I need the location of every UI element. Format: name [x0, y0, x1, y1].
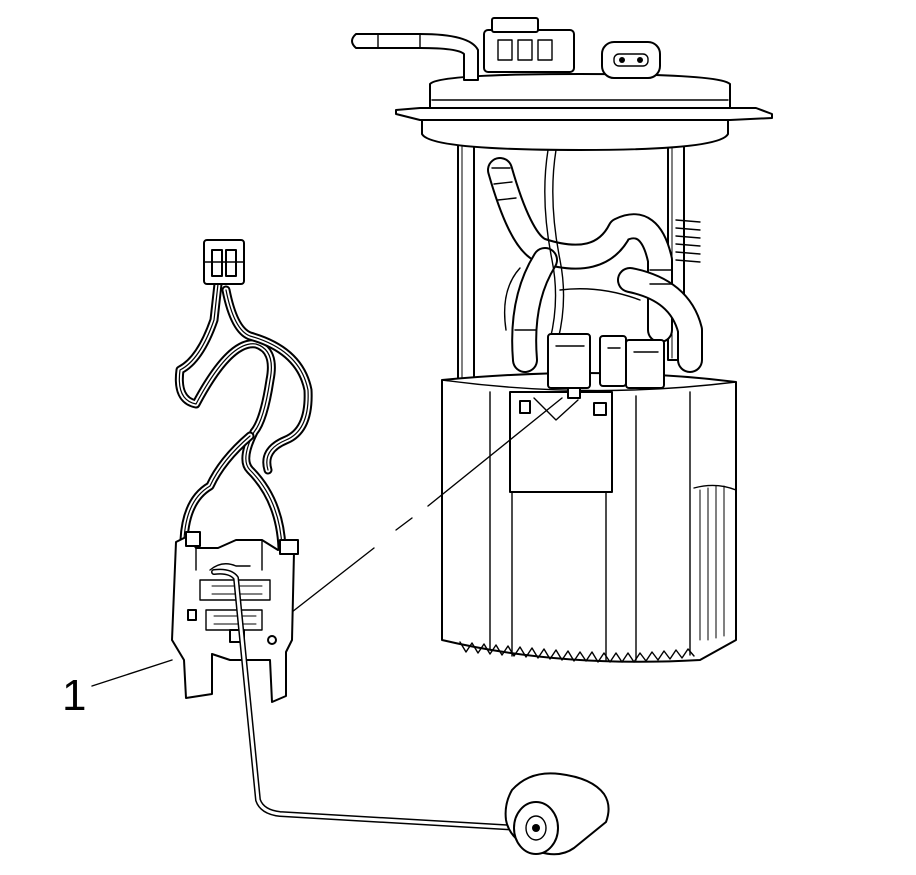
top-flange	[395, 73, 773, 151]
fuel-hoses	[487, 149, 703, 373]
sensor-wiring-harness	[174, 279, 313, 553]
fuel-level-sensor	[171, 239, 610, 856]
callout-leader-line	[91, 659, 173, 687]
fuel-level-float	[504, 772, 610, 856]
fuel-pump-module	[351, 17, 773, 663]
callout-label: 1	[62, 671, 86, 720]
sensor-harness-connector	[203, 239, 245, 285]
callout-1: 1	[62, 659, 173, 720]
flange-electrical-connector	[483, 17, 661, 79]
reservoir-canister	[441, 371, 737, 663]
sensor-body	[171, 531, 299, 703]
float-arm	[211, 568, 523, 831]
module-electrical-connector	[547, 333, 665, 399]
fuel-feed-pipe	[351, 33, 479, 81]
installation-dashed-line	[291, 397, 563, 613]
